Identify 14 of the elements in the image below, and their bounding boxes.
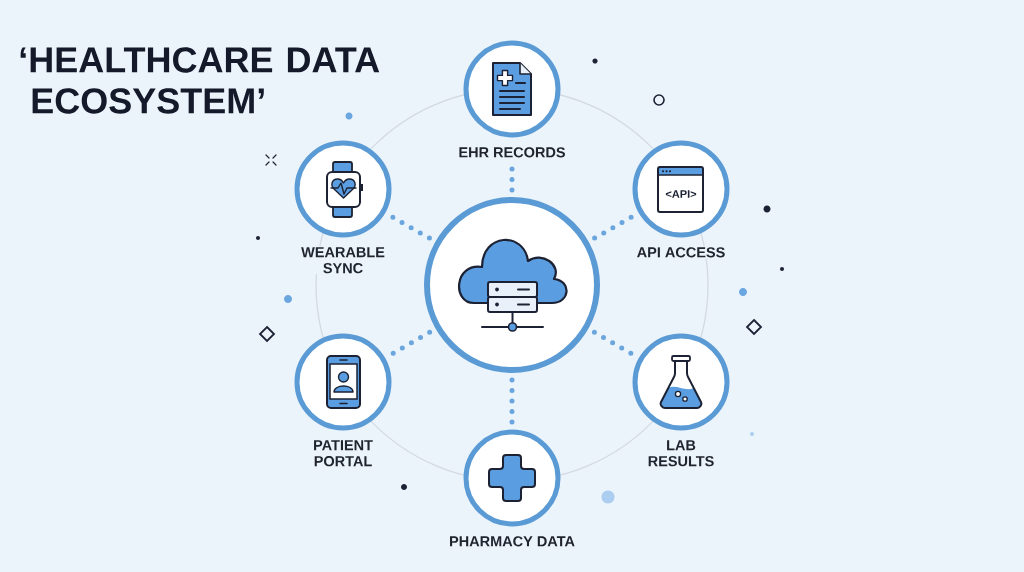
dotted-connector xyxy=(389,329,433,357)
code-label: <API> xyxy=(665,190,697,198)
title: ‘HEALTHCARE DATA ECOSYSTEM’ xyxy=(20,47,380,114)
node-label: LAB RESULTS xyxy=(643,439,719,468)
dotted-connector xyxy=(509,166,515,193)
dotted-connector xyxy=(591,329,635,357)
node-label: API ACCESS xyxy=(635,246,727,259)
node-label: PHARMACY DATA xyxy=(448,535,576,548)
node-label: EHR RECORDS xyxy=(457,146,567,159)
dotted-connector xyxy=(389,214,432,241)
node-label: WEARABLE SYNC xyxy=(297,246,389,275)
node-label: PATIENT PORTAL xyxy=(307,439,379,468)
dotted-connector xyxy=(592,214,635,241)
dotted-connector xyxy=(509,377,515,425)
